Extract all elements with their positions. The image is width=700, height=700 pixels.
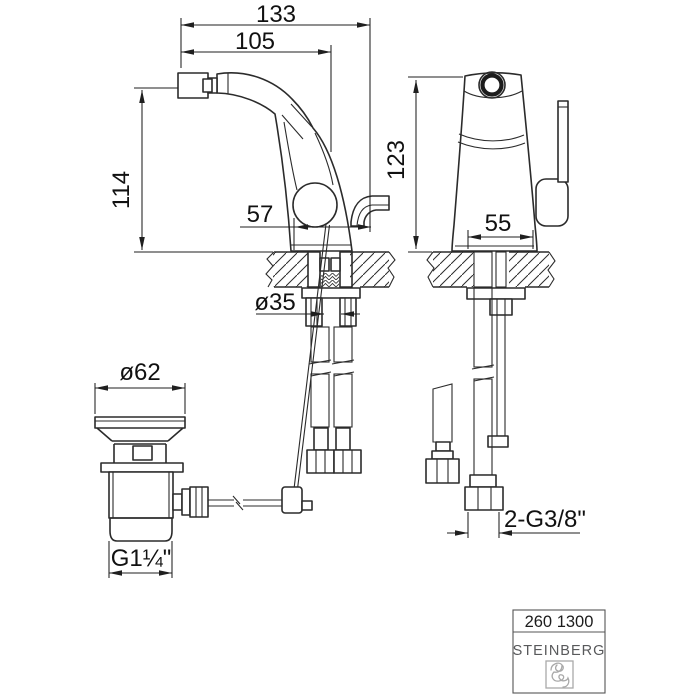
hose-collar-rear — [435, 441, 451, 452]
spout-body-silhouette — [216, 72, 353, 252]
body-sleeve-seams — [281, 103, 313, 140]
dim-label-outlet-thread: G1¼" — [111, 545, 172, 572]
popup-rod — [293, 223, 331, 490]
rod-break — [232, 495, 244, 511]
hose-nut — [306, 449, 335, 474]
linkage-rod — [208, 499, 282, 507]
threaded-shank-left — [307, 251, 321, 288]
counter-hatch-right — [350, 252, 389, 287]
dim-label-base-depth: 57 — [247, 201, 274, 228]
rod-coupler-stub — [301, 500, 313, 511]
side-view — [177, 72, 396, 490]
dimensions: 133 105 114 57 123 55 ø35 ø62 G1¼" 2-G3/… — [94, 1, 586, 578]
counter-break-right — [547, 251, 556, 288]
handle-lever — [557, 100, 569, 183]
mounting-nut-right — [339, 297, 357, 327]
mounting-plate — [301, 287, 361, 299]
front-view — [425, 71, 569, 511]
counter-break-left — [265, 251, 275, 288]
front-mounting — [466, 287, 526, 448]
threaded-stud — [496, 314, 506, 437]
dim-label-total-width: 133 — [256, 1, 296, 28]
steinberg-logo-icon — [550, 662, 570, 688]
dim-label-body-width: 55 — [485, 210, 512, 237]
side-faucet-body — [177, 72, 390, 252]
title-block-border — [512, 609, 606, 694]
hose-collar — [469, 474, 497, 488]
counter-hatch-left — [433, 252, 474, 287]
drain-port-collar — [181, 488, 191, 516]
drain-slot — [132, 445, 153, 461]
stud-end-nut — [487, 435, 509, 448]
dim-label-spout-height: 114 — [108, 171, 135, 209]
drain-side-port — [172, 493, 183, 511]
spray-outlet-inner — [356, 204, 389, 227]
counter-hatch-right — [509, 252, 549, 287]
article-number: 260 1300 — [525, 613, 594, 631]
drain-assembly — [94, 416, 313, 542]
hose-in-hole — [473, 251, 493, 288]
hose-braid — [333, 326, 353, 363]
mounting-plate — [466, 287, 526, 300]
dim-label-mounting-hole: ø35 — [254, 289, 295, 316]
drain-neck — [113, 444, 167, 463]
dim-label-flange-diameter: ø62 — [119, 359, 160, 386]
hose-braid — [333, 373, 353, 428]
dimension-arrows — [95, 22, 533, 576]
drain-port-nut — [189, 486, 209, 518]
brand-name: STEINBERG — [513, 643, 606, 659]
dim-label-supply-connection: 2-G3/8" — [504, 506, 586, 533]
extension-lines — [94, 18, 534, 578]
drain-body — [108, 471, 174, 519]
dim-label-spout-reach: 105 — [235, 28, 275, 55]
hose-nipple-right — [330, 257, 341, 272]
hose-nut-rear — [425, 458, 460, 484]
drain-flange — [94, 416, 186, 429]
dim-label-total-height: 123 — [383, 140, 410, 180]
body-inner-curves — [283, 121, 334, 191]
front-counter-section — [426, 251, 556, 288]
hose-shoulder-rear — [431, 450, 454, 460]
counter-hatch-left — [273, 252, 308, 287]
spout-connector-detail — [202, 78, 213, 93]
hose-nut-g38 — [464, 486, 504, 511]
title-block: 260 1300 STEINBERG — [512, 609, 606, 694]
steinberg-logo-box — [545, 660, 574, 689]
front-hoses — [425, 286, 504, 511]
threaded-stud-in-hole — [495, 251, 507, 288]
aerator-ring — [480, 73, 504, 97]
aerator-ring-outer — [478, 71, 506, 99]
drain-thread-g114 — [109, 517, 173, 542]
counter-break-left — [426, 251, 435, 288]
hose-in-hole — [321, 273, 339, 287]
drain-cone — [96, 427, 184, 445]
hose-braid-rear — [432, 383, 453, 443]
mounting-nut — [489, 298, 513, 316]
counter-break-right — [387, 251, 396, 288]
hose-braid — [473, 378, 493, 476]
hose-collar — [335, 427, 351, 451]
rod-coupler — [281, 486, 303, 514]
front-faucet-body — [451, 71, 569, 252]
side-counter-section — [265, 251, 396, 288]
hose-braid — [310, 373, 330, 428]
handle-hub — [535, 178, 569, 227]
side-hoses — [306, 326, 362, 474]
side-mounting — [301, 287, 361, 327]
hose-nut — [333, 449, 362, 474]
body-silhouette — [451, 72, 538, 252]
hose-collar — [313, 427, 329, 451]
mid-arcs — [457, 133, 526, 150]
drain-plate — [100, 462, 184, 473]
ball-joint — [292, 182, 338, 228]
